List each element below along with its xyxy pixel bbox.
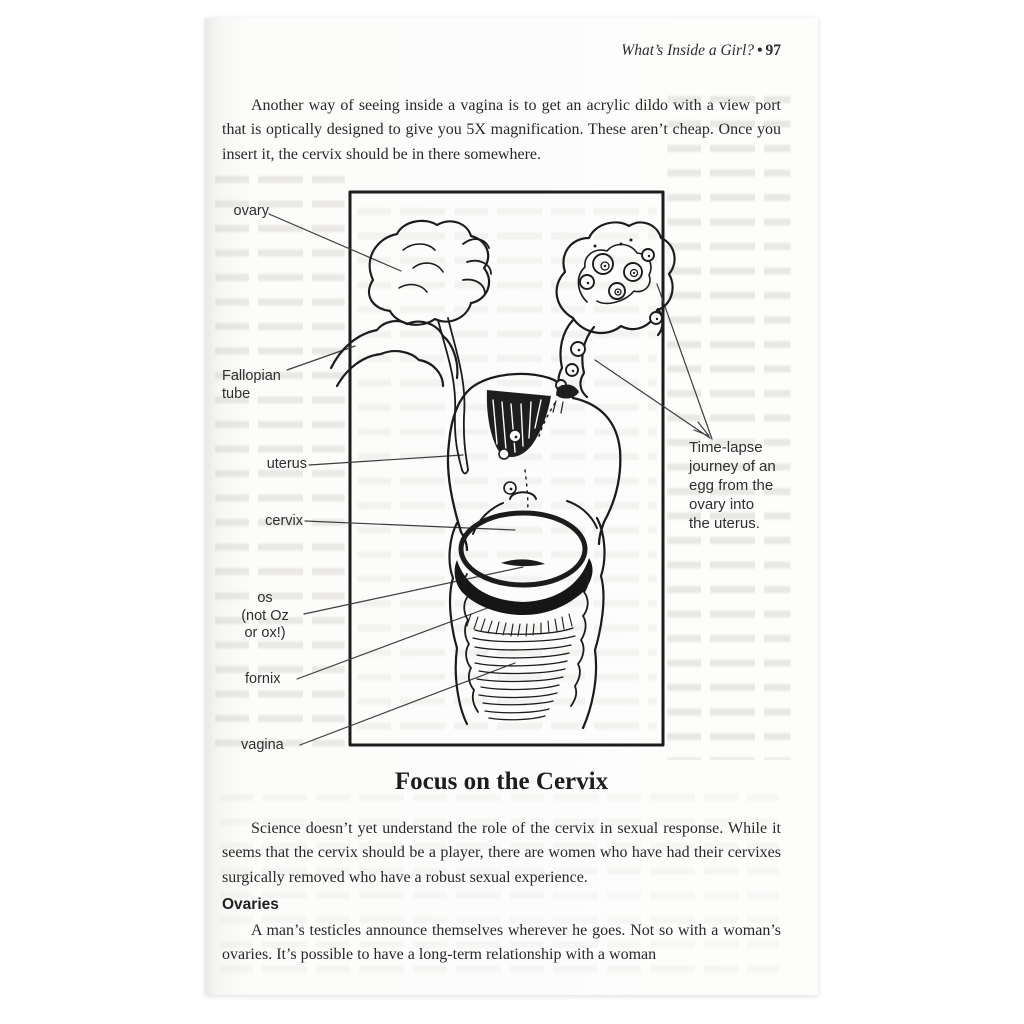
figure-caption: Time-lapse journey of an egg from the ov…: [689, 439, 776, 533]
label-cervix: cervix: [265, 513, 303, 529]
egg-time-lapse: [555, 238, 663, 391]
bleed-through-text: [357, 200, 657, 745]
uterus-body: [446, 372, 622, 552]
label-ovary: ovary: [233, 203, 269, 219]
running-title: What’s Inside a Girl?: [621, 42, 755, 59]
header-bullet: •: [757, 42, 763, 59]
ovarian-ligament: [437, 317, 469, 475]
label-fornix: fornix: [245, 671, 281, 687]
ovaries-paragraph: A man’s testicles announce themselves wh…: [222, 922, 781, 964]
scanned-book-page: What’s Inside a Girl?•97 Another way of …: [205, 18, 818, 995]
ovaries-subheading: Ovaries: [222, 896, 279, 913]
label-fallopian-tube: Fallopian tube: [222, 368, 281, 402]
label-vagina: vagina: [241, 737, 284, 753]
cervix-closeup: [448, 491, 606, 730]
bleed-through-text: [667, 88, 791, 760]
label-uterus: uterus: [266, 456, 307, 472]
vaginal-wall-left: [463, 573, 479, 713]
figure-frame: [348, 190, 665, 747]
running-header: What’s Inside a Girl?•97: [405, 42, 781, 60]
leader-lines: [268, 213, 713, 746]
cervix-dome: [458, 510, 588, 588]
left-fallopian-tube: [329, 320, 459, 388]
os-opening: [501, 559, 545, 567]
intro-paragraph: Another way of seeing inside a vagina is…: [222, 97, 781, 163]
vaginal-rugae: [472, 627, 576, 721]
section-heading: Focus on the Cervix: [394, 768, 609, 795]
label-os: os (not Oz or ox!): [241, 590, 289, 642]
right-fallopian-tube: [555, 221, 676, 399]
cervix-paragraph: Science doesn’t yet understand the role …: [222, 820, 781, 886]
left-ovary: [367, 219, 492, 326]
uterine-cavity: [486, 390, 556, 519]
tube-junction-shading: [544, 384, 579, 414]
vaginal-wall-right: [570, 569, 589, 707]
fornix-crescent: [454, 558, 593, 615]
fornix-fringe: [466, 613, 573, 637]
page-number: 97: [765, 42, 782, 59]
